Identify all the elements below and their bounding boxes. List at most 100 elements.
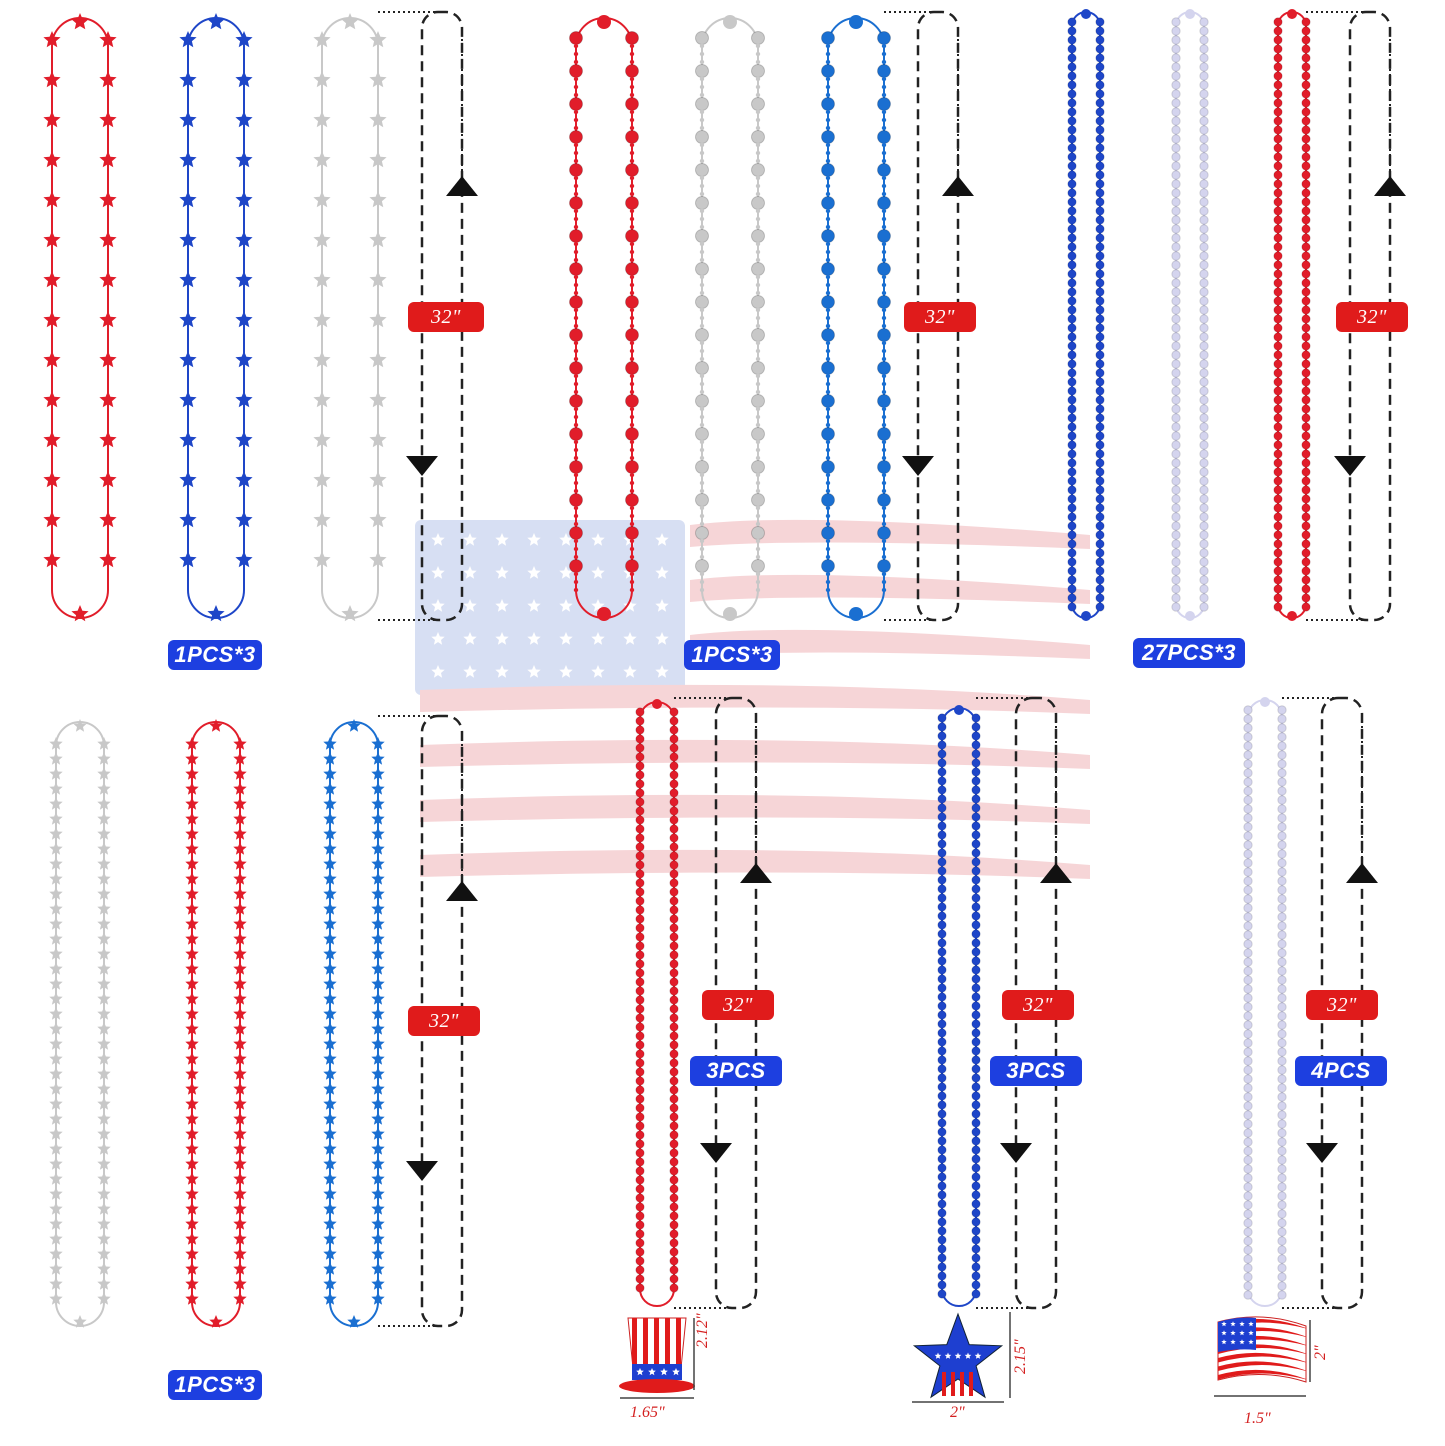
bead: [825, 389, 831, 395]
bead: [937, 1244, 947, 1254]
star-bead: [97, 1052, 111, 1065]
star-bead: [371, 992, 385, 1005]
bead: [877, 31, 891, 45]
bead: [937, 974, 947, 984]
bead: [1301, 143, 1311, 153]
star-bead: [347, 719, 361, 732]
bead: [695, 493, 709, 507]
bead: [825, 175, 831, 181]
bead: [1199, 260, 1209, 270]
star-bead: [97, 827, 111, 840]
flag-star: [623, 599, 637, 612]
bead: [821, 460, 835, 474]
bead: [699, 175, 705, 181]
bead: [1095, 530, 1105, 540]
star-bead: [49, 887, 63, 900]
star-bead: [323, 1277, 337, 1290]
bead: [629, 158, 635, 164]
bead: [573, 183, 579, 189]
star-bead: [323, 1232, 337, 1245]
bead: [569, 229, 583, 243]
star-bead: [179, 31, 197, 48]
qty-badge-group-3: 27PCS*3: [1133, 638, 1245, 668]
star-bead: [233, 1097, 247, 1110]
bead: [629, 76, 635, 82]
star-bead: [185, 1022, 199, 1035]
star-bead: [49, 842, 63, 855]
bead: [1067, 440, 1077, 450]
bead: [1171, 584, 1181, 594]
star-bead: [97, 1202, 111, 1215]
bead: [1277, 1218, 1287, 1228]
star-bead: [43, 551, 61, 568]
bead: [971, 1271, 981, 1281]
bead: [755, 381, 761, 387]
bead: [635, 716, 645, 726]
bead: [699, 488, 705, 494]
bead: [1301, 44, 1311, 54]
star-bead: [233, 812, 247, 825]
star-bead: [371, 1172, 385, 1185]
bead: [937, 947, 947, 957]
bead: [699, 282, 705, 288]
bead: [635, 869, 645, 879]
bead: [755, 290, 761, 296]
star-bead: [313, 111, 331, 128]
bead: [971, 803, 981, 813]
bead: [1171, 332, 1181, 342]
bead: [1199, 557, 1209, 567]
bead: [825, 125, 831, 131]
bead: [1273, 125, 1283, 135]
flag-pendant-star: [1239, 1321, 1245, 1327]
bead: [1243, 894, 1253, 904]
flag-star: [623, 665, 637, 678]
bead: [1301, 440, 1311, 450]
bead: [1171, 305, 1181, 315]
bead: [881, 150, 887, 156]
bead: [625, 163, 639, 177]
bead: [573, 51, 579, 57]
bead: [1301, 485, 1311, 495]
bead: [1301, 530, 1311, 540]
bead: [937, 731, 947, 741]
bead: [635, 797, 645, 807]
star-bead: [97, 1262, 111, 1275]
bead: [1199, 44, 1209, 54]
bead: [1243, 714, 1253, 724]
bead: [1171, 503, 1181, 513]
bead: [881, 579, 887, 585]
bead: [669, 1211, 679, 1221]
bead: [755, 142, 761, 148]
bead: [821, 493, 835, 507]
bead: [751, 163, 765, 177]
bead: [635, 977, 645, 987]
bead: [881, 216, 887, 222]
bead: [1171, 62, 1181, 72]
bead: [1301, 422, 1311, 432]
bead: [825, 59, 831, 65]
bead: [1171, 53, 1181, 63]
bead: [1273, 89, 1283, 99]
bead: [825, 158, 831, 164]
bead: [573, 422, 579, 428]
bead: [573, 546, 579, 552]
bead: [821, 262, 835, 276]
bead: [635, 1103, 645, 1113]
bead: [1273, 530, 1283, 540]
star-bead: [49, 1187, 63, 1200]
bead: [1185, 611, 1195, 621]
bead: [635, 1247, 645, 1257]
bead: [669, 1085, 679, 1095]
star-bead: [97, 1217, 111, 1230]
star-bead: [233, 1127, 247, 1140]
star-bead: [369, 431, 387, 448]
qty-badge-group-1: 1PCS*3: [168, 640, 262, 670]
bead: [1301, 206, 1311, 216]
bead: [1277, 759, 1287, 769]
bead: [971, 821, 981, 831]
bead: [1067, 143, 1077, 153]
bead: [937, 1163, 947, 1173]
bead: [1273, 62, 1283, 72]
bead: [635, 1211, 645, 1221]
bead: [825, 282, 831, 288]
